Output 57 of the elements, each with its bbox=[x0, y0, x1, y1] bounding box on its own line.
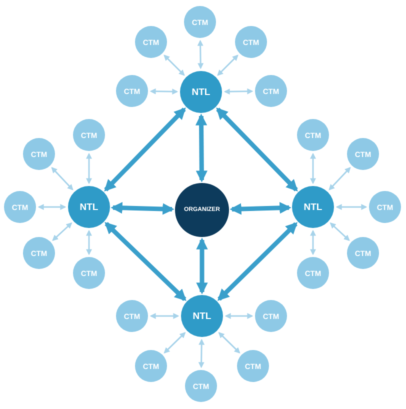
double-arrow bbox=[328, 166, 351, 190]
node-label: NTL bbox=[304, 202, 322, 212]
double-arrow bbox=[230, 202, 292, 215]
member-circle bbox=[369, 191, 401, 223]
double-arrow bbox=[150, 88, 178, 95]
member-circle bbox=[185, 370, 217, 402]
double-arrow bbox=[195, 114, 208, 182]
member-circle bbox=[347, 237, 379, 269]
double-arrow bbox=[104, 222, 186, 301]
member-circle bbox=[116, 300, 148, 332]
double-arrow bbox=[217, 54, 238, 76]
member-circle bbox=[73, 119, 105, 151]
hub-circle bbox=[68, 186, 110, 228]
double-arrow bbox=[51, 166, 74, 190]
double-arrow bbox=[86, 230, 92, 256]
member-circle bbox=[23, 138, 55, 170]
double-arrow bbox=[330, 222, 350, 241]
hub-circle bbox=[181, 295, 223, 337]
member-circle bbox=[135, 26, 167, 58]
double-arrow bbox=[104, 108, 186, 192]
node-label: NTL bbox=[192, 86, 210, 98]
double-arrow bbox=[216, 108, 298, 192]
double-arrow bbox=[164, 54, 185, 76]
member-circle bbox=[135, 350, 167, 382]
member-circle bbox=[237, 350, 269, 382]
member-circle bbox=[255, 75, 287, 107]
double-arrow bbox=[150, 313, 180, 319]
double-arrow bbox=[198, 338, 205, 368]
double-arrow bbox=[52, 222, 72, 241]
double-arrow bbox=[310, 152, 316, 184]
hub-circle bbox=[292, 186, 334, 228]
node-label: NTL bbox=[80, 202, 98, 212]
double-arrow bbox=[336, 204, 368, 210]
node-label: NTL bbox=[192, 310, 212, 322]
double-arrow bbox=[110, 202, 174, 215]
double-arrow bbox=[86, 152, 92, 184]
member-circle bbox=[347, 138, 379, 170]
hub-circle bbox=[180, 71, 222, 113]
member-circle bbox=[4, 191, 36, 223]
double-arrow bbox=[196, 238, 208, 294]
double-arrow bbox=[217, 222, 298, 301]
member-circle bbox=[297, 119, 329, 151]
double-arrow bbox=[224, 313, 254, 319]
double-arrow bbox=[197, 40, 204, 70]
member-circle bbox=[297, 257, 329, 289]
double-arrow bbox=[224, 88, 254, 95]
member-circle bbox=[23, 237, 55, 269]
member-circle bbox=[116, 75, 148, 107]
double-arrow bbox=[310, 230, 316, 256]
double-arrow bbox=[38, 204, 66, 210]
organizer-circle bbox=[175, 183, 229, 237]
member-circle bbox=[73, 257, 105, 289]
member-circle bbox=[235, 26, 267, 58]
member-circle bbox=[184, 6, 216, 38]
member-circle bbox=[255, 300, 287, 332]
double-arrow bbox=[164, 332, 186, 354]
double-arrow bbox=[218, 332, 240, 354]
